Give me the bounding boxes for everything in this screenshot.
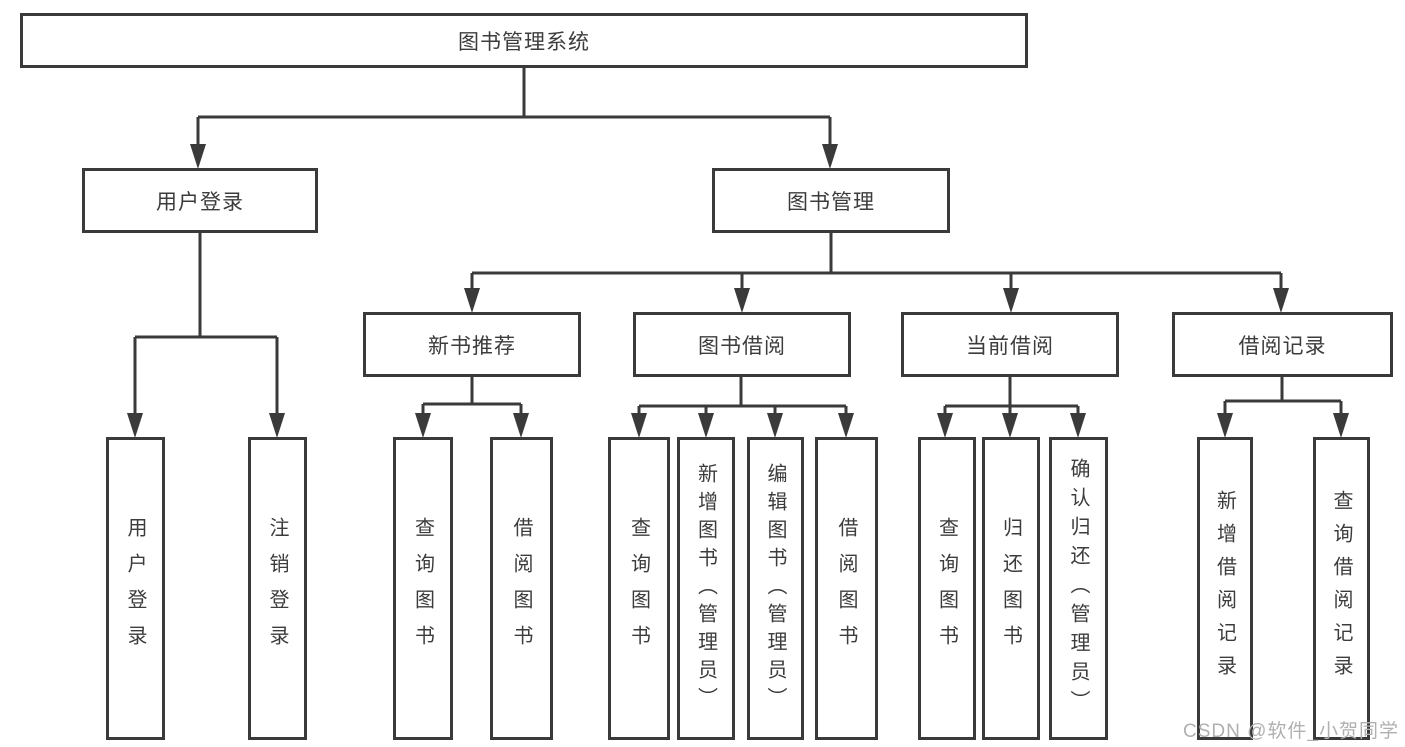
diagram-node-system-root: 图书管理系统 (20, 13, 1028, 68)
leaf-query-books-recommend: 查询图书 (393, 437, 453, 740)
diagram-node-user-login: 用户登录 (82, 168, 318, 233)
leaf-query-books-borrow: 查询图书 (608, 437, 670, 740)
leaf-borrow-books: 借阅图书 (815, 437, 878, 740)
diagram-node-borrow-records: 借阅记录 (1172, 312, 1393, 377)
csdn-watermark: CSDN @软件_小贺同学 (1183, 721, 1399, 742)
connector-segments (133, 68, 1343, 414)
diagram-node-new-book-recommend: 新书推荐 (363, 312, 581, 377)
leaf-add-books-admin: 新增图书（管理员） (677, 437, 735, 740)
diagram-node-book-borrow: 图书借阅 (633, 312, 851, 377)
diagram-node-book-management: 图书管理 (712, 168, 950, 233)
arrowheads (127, 144, 1349, 438)
leaf-query-books-current: 查询图书 (918, 437, 976, 740)
leaf-edit-books-admin: 编辑图书（管理员） (747, 437, 804, 740)
leaf-return-books: 归还图书 (982, 437, 1040, 740)
leaf-logout: 注销登录 (248, 437, 307, 740)
leaf-borrow-books-recommend: 借阅图书 (490, 437, 553, 740)
diagram-node-current-borrow: 当前借阅 (901, 312, 1119, 377)
leaf-user-login: 用户登录 (106, 437, 165, 740)
leaf-confirm-return-admin: 确认归还（管理员） (1049, 437, 1108, 740)
leaf-add-borrow-record: 新增借阅记录 (1197, 437, 1253, 740)
leaf-query-borrow-record: 查询借阅记录 (1313, 437, 1370, 740)
